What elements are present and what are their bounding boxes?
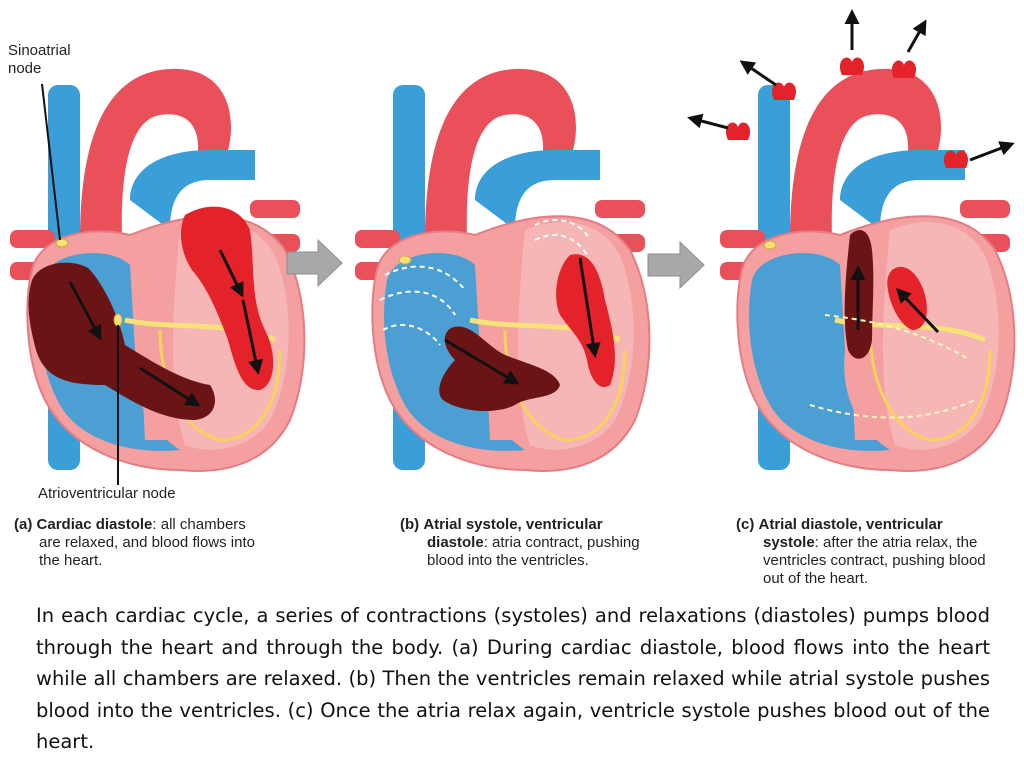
caption-b-title-1: Atrial systole, ventricular xyxy=(423,516,603,533)
caption-b-desc-2: : atria contract, pushing xyxy=(483,534,640,551)
caption-c-desc-3: ventricles contract, pushing blood xyxy=(763,552,986,569)
caption-a-desc-3: the heart. xyxy=(39,552,103,569)
caption-panel-a: (a) Cardiac diastole: all chambers are r… xyxy=(14,516,314,570)
av-node xyxy=(113,313,123,327)
caption-c-title-1: Atrial diastole, ventricular xyxy=(758,516,943,533)
right-arrow-icon xyxy=(647,240,705,290)
caption-panel-b: (b) Atrial systole, ventricular diastole… xyxy=(400,516,700,570)
outflow-arrows xyxy=(687,9,1015,168)
deoxygenated-blood xyxy=(28,262,215,420)
sa-node xyxy=(398,255,412,265)
caption-panel-c: (c) Atrial diastole, ventricular systole… xyxy=(736,516,1024,588)
sa-node xyxy=(55,238,69,248)
caption-a-title: Cardiac diastole xyxy=(36,516,153,533)
av-node-label: Atrioventricular node xyxy=(38,485,176,502)
sa-node-label: Sinoatrial node xyxy=(8,42,71,77)
sa-node-leader xyxy=(41,83,61,241)
heart-panel-b xyxy=(355,69,649,471)
oxygenated-blood xyxy=(180,206,274,391)
caption-b-desc-3: blood into the ventricles. xyxy=(427,552,589,569)
deoxygenated-blood xyxy=(439,326,560,412)
caption-c-desc-4: out of the heart. xyxy=(763,570,869,587)
caption-c-title-2: systole xyxy=(763,534,815,551)
caption-a-desc-1: : all chambers xyxy=(152,516,246,533)
sa-node xyxy=(763,240,777,250)
heart-panel-a xyxy=(10,69,304,471)
caption-a-desc-2: are relaxed, and blood flows into xyxy=(39,534,255,551)
caption-b-letter: (b) xyxy=(400,516,420,533)
heart-panel-c xyxy=(720,69,1014,471)
right-arrow-icon xyxy=(286,238,343,288)
caption-a-letter: (a) xyxy=(14,516,33,533)
caption-c-desc-2: : after the atria relax, the xyxy=(814,534,978,551)
caption-b-title-2: diastole xyxy=(427,534,484,551)
figure-description: In each cardiac cycle, a series of contr… xyxy=(36,604,990,753)
caption-c-letter: (c) xyxy=(736,516,755,533)
